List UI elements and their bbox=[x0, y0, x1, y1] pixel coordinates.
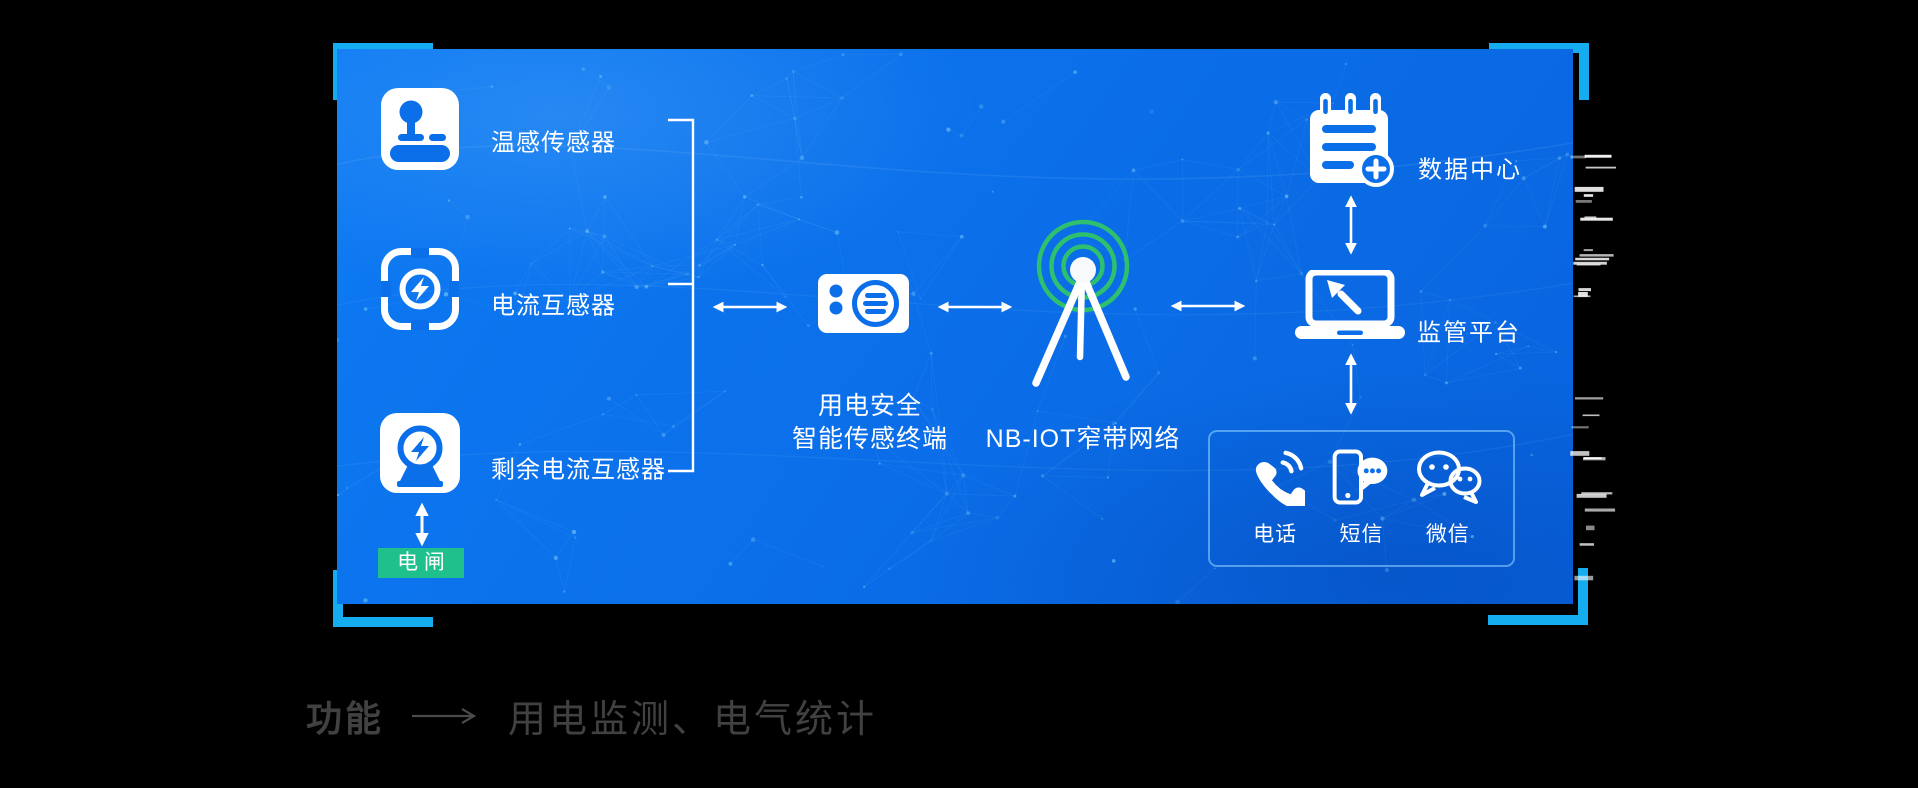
channel-phone: 电话 bbox=[1232, 448, 1318, 565]
corner-bracket-bottom-right bbox=[1488, 568, 1588, 625]
channel-wechat: 微信 bbox=[1405, 448, 1491, 565]
terminal-label: 用电安全 智能传感终端 bbox=[755, 390, 985, 456]
sensor-label: 剩余电流互感器 bbox=[491, 456, 666, 484]
channel-label: 电话 bbox=[1253, 523, 1298, 546]
caption-text: 用电监测、电气统计 bbox=[508, 699, 878, 741]
phone-icon bbox=[1256, 450, 1311, 510]
corner-bracket-top-right bbox=[1489, 43, 1589, 100]
sensor-label: 电流互感器 bbox=[491, 292, 616, 320]
breaker-tag: 电 闸 bbox=[378, 548, 464, 578]
wechat-icon bbox=[1416, 450, 1482, 504]
breaker-sensor-icon bbox=[381, 88, 459, 175]
terminal-label-line2: 智能传感终端 bbox=[791, 425, 948, 453]
notify-channels-box: 电话 短信 bbox=[1208, 430, 1515, 567]
grunge-texture bbox=[1570, 154, 1616, 581]
connector-layer bbox=[415, 118, 1357, 547]
platform-label: 监管平台 bbox=[1417, 319, 1521, 347]
right-arrow-icon bbox=[412, 707, 477, 724]
caption-row: 功能 用电监测、电气统计 bbox=[306, 688, 877, 743]
caption-prefix: 功能 bbox=[306, 697, 385, 739]
data-center-label: 数据中心 bbox=[1418, 156, 1522, 184]
sensor-group-bracket bbox=[668, 118, 695, 473]
diagram-panel: 温感传感器 电流互感器 剩余电流互感器 bbox=[337, 49, 1573, 604]
sensor-label: 温感传感器 bbox=[491, 129, 616, 157]
residual-current-transformer-icon bbox=[380, 413, 460, 498]
network-label: NB-IOT窄带网络 bbox=[985, 425, 1181, 453]
current-transformer-icon bbox=[381, 248, 459, 335]
notepad-plus-icon bbox=[1310, 93, 1396, 194]
channel-label: 微信 bbox=[1425, 523, 1470, 546]
channel-label: 短信 bbox=[1339, 523, 1384, 546]
channel-sms: 短信 bbox=[1318, 448, 1404, 565]
antenna-icon bbox=[1032, 219, 1130, 387]
laptop-icon bbox=[1295, 268, 1405, 345]
sms-icon bbox=[1333, 449, 1388, 505]
mesh-texture bbox=[337, 52, 1573, 604]
sensing-terminal-icon bbox=[818, 274, 909, 338]
terminal-label-line1: 用电安全 bbox=[817, 392, 922, 420]
